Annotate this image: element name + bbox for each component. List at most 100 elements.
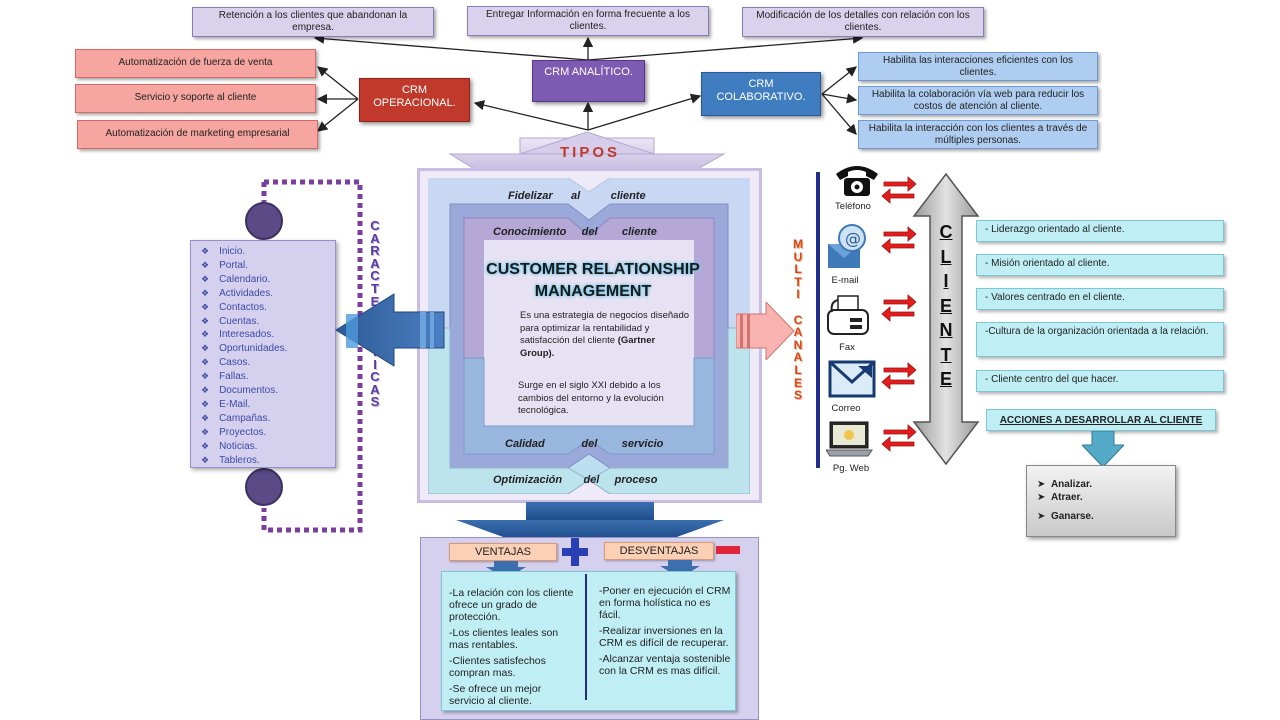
trait-valores: - Valores centrado en el cliente.: [976, 288, 1224, 310]
caracteristica-item: ❖Campañas.: [201, 412, 335, 426]
acciones-title: ACCIONES A DESARROLLAR AL CLIENTE: [986, 409, 1216, 431]
calidad-label: Calidad del servicio: [505, 438, 685, 450]
cliente-letter: I: [943, 271, 949, 291]
caracteristica-item: ❖ Noticias.: [201, 440, 335, 454]
left-box-servicio-soporte: Servicio y soporte al cliente: [75, 84, 316, 113]
ventaja-item: -Clientes satisfechos compran mas.: [449, 655, 546, 679]
cliente-letter: E: [939, 295, 952, 316]
accion-ganarse-text: Ganarse.: [1050, 511, 1094, 522]
tipos-label: TIPOS: [559, 144, 620, 161]
multicanales-letter: U: [793, 249, 803, 264]
optimizacion-word-2: del: [583, 474, 600, 486]
caracteristica-item: ❖Fallas.: [201, 370, 335, 384]
multicanales-letter: M: [793, 237, 803, 251]
top-box-retencion: Retención a los clientes que abandonan l…: [192, 7, 434, 37]
caracteristicas-letter: C: [370, 268, 380, 284]
multicanales-letter: A: [793, 325, 803, 340]
caracteristicas-letter: A: [370, 255, 380, 271]
crm-colaborativo-label: CRM COLABORATIVO.: [716, 78, 806, 103]
conocimiento-word-1: Conocimiento: [493, 226, 567, 238]
caracteristica-text: Calendario.: [219, 273, 271, 285]
right-box-multiples-personas: Habilita la interacción con los clientes…: [858, 120, 1098, 149]
caracteristicas-letter: A: [370, 230, 380, 246]
crm-operacional-label: CRM OPERACIONAL.: [373, 84, 456, 109]
ventajas-down-arrow: [486, 561, 526, 579]
red-double-arrows: [881, 176, 917, 452]
diamond-bullet-icon: ❖: [201, 454, 210, 465]
acciones-down-arrow: [1082, 431, 1124, 467]
diamond-bullet-icon: ❖: [201, 259, 210, 270]
top-box-modificacion: Modificación de los detalles con relació…: [742, 7, 984, 37]
caracteristicas-letter: E: [370, 293, 380, 309]
multicanales-letter: N: [793, 337, 803, 352]
caracteristica-text: E-Mail.: [219, 398, 251, 410]
caracteristica-text: Documentos.: [219, 385, 278, 397]
calidad-word-1: Calidad: [505, 438, 545, 450]
optimizacion-word-1: Optimización: [493, 474, 563, 486]
multicanales-letter: I: [796, 287, 800, 302]
caracteristica-item: ❖Actividades.: [201, 287, 335, 301]
multicanales-letter: T: [794, 274, 802, 289]
diamond-bullet-icon: ❖: [201, 246, 210, 256]
left-box-marketing: Automatización de marketing empresarial: [77, 120, 318, 149]
crm-center-chevrons: [428, 178, 750, 494]
diamond-bullet-icon: ❖: [201, 426, 210, 437]
cliente-letter: T: [940, 344, 952, 365]
caracteristica-text: Oportunidades.: [219, 343, 288, 355]
multicanales-letter: L: [794, 362, 802, 377]
caracteristicas-letter: T: [371, 280, 379, 296]
trait-cultura: -Cultura de la organización orientada a …: [976, 322, 1224, 357]
caracteristica-item: ❖Portal.: [201, 259, 335, 273]
crm-title-line-2: MANAGEMENT: [534, 283, 652, 300]
desventaja-item: -Poner en ejecución el CRM en forma holí…: [599, 585, 731, 621]
diamond-bullet-icon: ❖: [201, 301, 210, 312]
caracteristica-text: Inicio.: [219, 246, 246, 257]
crm-definition-source: (Gartner Group).: [520, 335, 656, 359]
multicanales-letter: A: [793, 350, 803, 365]
diamond-bullet-icon: ❖: [201, 315, 210, 326]
desventajas-down-arrow: [660, 560, 700, 578]
channel-label-pgweb: Pg. Web: [832, 463, 870, 474]
crm-analitico-box: CRM ANALÍTICO.: [532, 60, 645, 102]
channel-label-email: E-mail: [831, 275, 859, 286]
cliente-letter: E: [939, 369, 952, 389]
scroll-knob-top: [245, 202, 283, 240]
multicanales-letter: C: [793, 312, 803, 327]
down-big-arrow: [456, 502, 724, 538]
ventajas-desventajas-box: [441, 571, 736, 711]
mail-envelope-icon: [828, 360, 876, 398]
cliente-letter: L: [940, 246, 952, 267]
multicanales-letter: [791, 301, 805, 314]
ventajas-list: -La relación con los cliente ofrece un g…: [449, 587, 579, 707]
caracteristica-item: ❖ Inicio.: [201, 245, 335, 259]
conocimiento-word-2: del: [581, 226, 598, 238]
right-box-colaboracion-web: Habilita la colaboración vía web para re…: [858, 86, 1098, 115]
left-box-fuerza-venta: Automatización de fuerza de venta: [75, 49, 316, 78]
crm-analitico-label: CRM ANALÍTICO.: [544, 66, 633, 78]
desventajas-label: DESVENTAJAS: [604, 542, 714, 560]
plus-icon: [562, 538, 588, 566]
crm-title-line-1: CUSTOMER RELATIONSHIP: [486, 261, 700, 278]
caracteristica-text: Tableros.: [219, 454, 260, 466]
diamond-bullet-icon: ❖: [201, 357, 210, 368]
caracteristica-text: Casos.: [219, 357, 251, 369]
caracteristicas-letter: S: [370, 394, 380, 410]
optimizacion-word-3: proceso: [614, 474, 658, 486]
multicanales-letter: S: [793, 388, 802, 403]
right-box-interacciones: Habilita las interacciones eficientes co…: [858, 52, 1098, 81]
caracteristica-text: Cuentas.: [219, 315, 260, 327]
ventaja-item: -Los clientes leales son mas rentables.: [449, 627, 559, 651]
acciones-list-box: ➤ Analizar. ➤ Atraer. ➤ Ganarse.: [1026, 465, 1176, 537]
laptop-web-icon: [826, 421, 873, 457]
right-pink-arrow: [736, 302, 795, 360]
fidelizar-label: Fidelizar al cliente: [508, 190, 658, 202]
caracteristica-item: ❖ Tableros.: [201, 454, 335, 468]
desventajas-list: -Poner en ejecución el CRM en forma holí…: [599, 585, 731, 677]
caracteristica-item: ❖Calendario.: [201, 273, 335, 287]
diamond-bullet-icon: ❖: [201, 440, 210, 451]
caracteristica-text: Noticias.: [219, 440, 258, 452]
accion-atraer-text: Atraer.: [1050, 492, 1083, 503]
caracteristica-item: ❖Interesados.: [201, 328, 335, 342]
